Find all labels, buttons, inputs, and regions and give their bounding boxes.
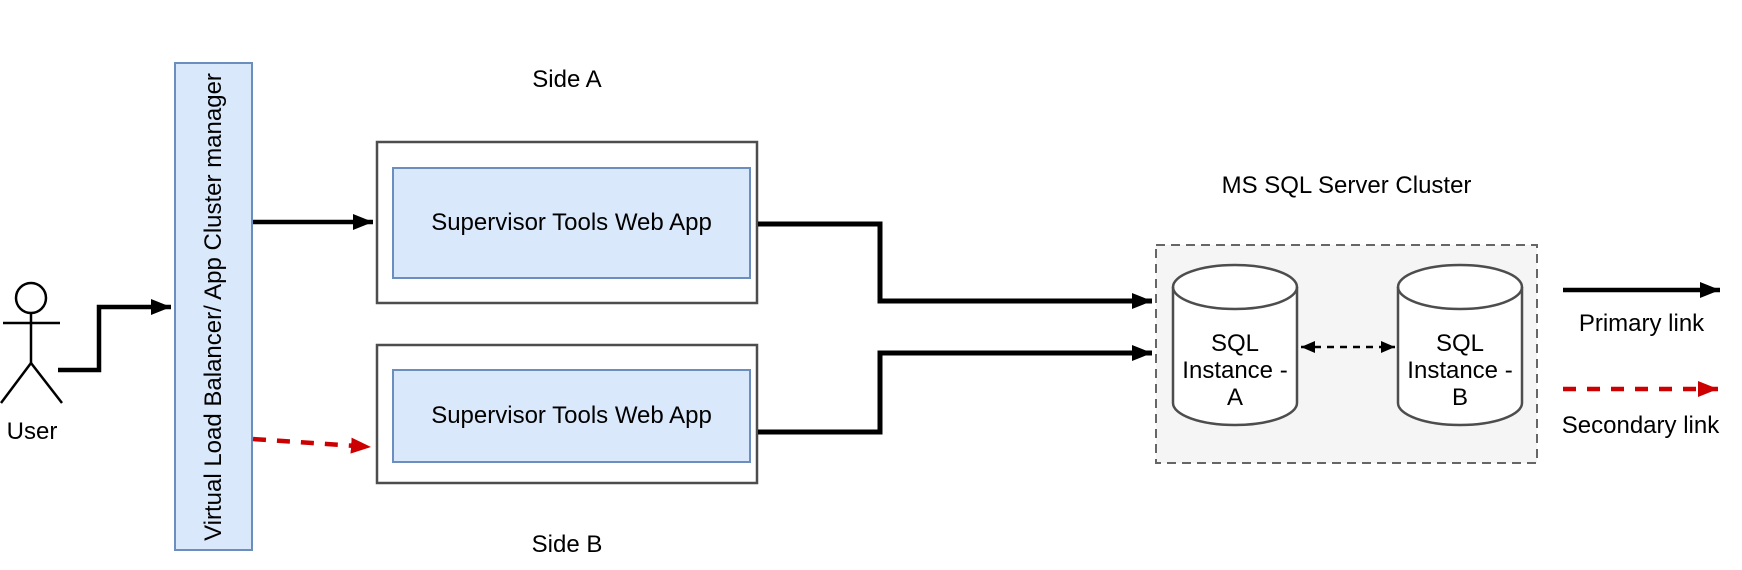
load-balancer-box [174,62,253,551]
side-a-app-box [392,167,751,279]
user-icon [0,281,63,404]
load-balancer-node: Virtual Load Balancer/ App Cluster manag… [175,63,252,550]
sql-instance-a-label: SQL Instance - A [1182,330,1288,411]
user-label: User [6,418,58,445]
arrow-user-to-load-balancer [58,299,171,373]
database-cylinder-icon-b [1396,263,1524,427]
side-b-app-label: Supervisor Tools Web App [431,402,712,429]
legend-secondary-label: Secondary link [1561,412,1720,439]
database-cylinder-icon-a [1171,263,1299,427]
side-b-app-box [392,369,751,463]
legend-primary-label: Primary link [1578,310,1705,337]
sql-instance-b-label: SQL Instance - B [1407,330,1513,411]
arrow-side-a-to-cluster [758,221,1152,309]
arrow-side-b-to-cluster [758,345,1152,435]
load-balancer-label: Virtual Load Balancer/ App Cluster manag… [199,72,227,541]
side-a-caption: Side A [532,66,602,93]
side-a-app-label: Supervisor Tools Web App [431,209,712,236]
arrow-lb-to-side-b-secondary [252,436,372,454]
side-b-caption: Side B [531,531,603,558]
sql-cluster-title: MS SQL Server Cluster [1221,172,1472,199]
